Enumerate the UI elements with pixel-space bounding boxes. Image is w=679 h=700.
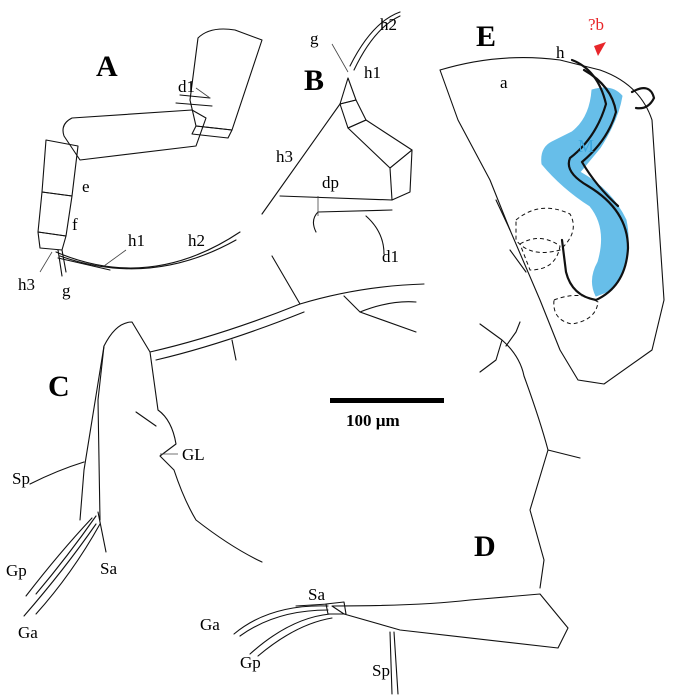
panel-a-middle-segment bbox=[62, 109, 207, 161]
panel-e-label-h: h bbox=[556, 43, 565, 62]
panel-a-top-segment bbox=[189, 28, 263, 131]
panel-c-claw-ga-inner bbox=[35, 523, 101, 615]
panel-e-inner-lines bbox=[495, 199, 527, 273]
panel-d-joint bbox=[325, 601, 347, 615]
panel-b-label-h3: h3 bbox=[276, 147, 293, 166]
panel-a-leader-h3 bbox=[39, 251, 53, 273]
scale-bar: 100 µm bbox=[330, 398, 444, 430]
panel-a-claw-h1 bbox=[57, 257, 111, 271]
panel-e-label-b: ?b bbox=[588, 15, 604, 34]
panel-a-claw-h2 bbox=[55, 231, 241, 269]
panel-c-label-gl: GL bbox=[182, 445, 205, 464]
panel-d-label-sa: Sa bbox=[308, 585, 325, 604]
panel-e-apodeme-2 bbox=[580, 68, 620, 208]
panel-d-label-sp: Sp bbox=[372, 661, 390, 680]
panel-c-label-sp: Sp bbox=[12, 469, 30, 488]
panel-c-seta-sa bbox=[97, 511, 107, 553]
panel-b-label-h1: h1 bbox=[364, 63, 381, 82]
panel-d-claw-gp-inner bbox=[257, 617, 333, 657]
panel-e-dashed-3 bbox=[553, 295, 599, 325]
panel-e-muscle-highlight bbox=[541, 87, 629, 297]
panel-c-trachea bbox=[149, 255, 425, 353]
panel-b-claw-h2-inner bbox=[353, 15, 401, 71]
panel-a-claw-h2-inner bbox=[59, 239, 237, 270]
panel-b-segment-2 bbox=[389, 149, 413, 201]
panel-b-segment bbox=[347, 119, 413, 169]
panel-d-label-ga: Ga bbox=[200, 615, 220, 634]
panel-d-trachea bbox=[479, 323, 581, 589]
panel-a-joint bbox=[191, 125, 233, 139]
panel-a-label-g: g bbox=[62, 281, 71, 300]
panel-c-letter: C bbox=[48, 370, 70, 403]
panel-e-label-a: a bbox=[500, 73, 508, 92]
panel-c-label-sa: Sa bbox=[100, 559, 117, 578]
panel-a-d1-seta bbox=[175, 94, 213, 107]
panel-d-seta-sa bbox=[295, 603, 329, 607]
panel-a-label-h3: h3 bbox=[18, 275, 35, 294]
panel-c: C GL Sp Gp Sa Ga bbox=[6, 255, 425, 642]
panel-b: B g h2 h1 h3 dp d1 bbox=[261, 11, 413, 266]
panel-b-letter: B bbox=[304, 64, 324, 97]
panel-c-claw-gp-inner bbox=[35, 515, 97, 595]
panel-d-claw-gp bbox=[249, 613, 331, 655]
panel-a-label-h1: h1 bbox=[128, 231, 145, 250]
panel-e-hook bbox=[630, 87, 656, 110]
panel-b-label-g: g bbox=[310, 29, 319, 48]
panel-e-dashed-2 bbox=[519, 238, 561, 271]
panel-a-label-f: f bbox=[72, 215, 78, 234]
panel-e-label-m: M bbox=[578, 136, 594, 156]
panel-c-gl-edge bbox=[135, 411, 157, 427]
panel-a: A d1 e f h1 h2 h3 g bbox=[18, 28, 263, 300]
panel-b-claw-h2 bbox=[349, 11, 401, 67]
panel-d-claw-ga bbox=[233, 605, 329, 635]
panel-d-trachea-2 bbox=[505, 321, 521, 347]
panel-c-label-gp: Gp bbox=[6, 561, 27, 580]
panel-a-distal bbox=[37, 231, 67, 251]
panel-d: D Sa Ga Gp Sp bbox=[200, 321, 581, 695]
panel-c-leg-inner bbox=[97, 345, 105, 521]
panel-e: E a h ?b M bbox=[439, 15, 665, 385]
scale-bar-line bbox=[330, 398, 444, 403]
panel-b-label-h2: h2 bbox=[380, 15, 397, 34]
panel-a-label-e: e bbox=[82, 177, 90, 196]
panel-d-label-gp: Gp bbox=[240, 653, 261, 672]
panel-e-dashed-1 bbox=[515, 207, 574, 253]
panel-b-d1-seta bbox=[365, 215, 385, 255]
panel-d-leg-outline bbox=[331, 593, 569, 649]
panel-d-letter: D bbox=[474, 530, 496, 563]
scale-bar-label: 100 µm bbox=[346, 411, 400, 430]
panel-e-red-arrow bbox=[594, 42, 606, 56]
panel-c-claw-ga bbox=[23, 523, 97, 617]
panel-c-label-ga: Ga bbox=[18, 623, 38, 642]
panel-b-leader-g bbox=[331, 43, 349, 73]
panel-a-label-d1: d1 bbox=[178, 77, 195, 96]
panel-a-leader-d1 bbox=[195, 87, 211, 99]
panel-c-claw-gp bbox=[25, 517, 93, 597]
panel-a-leader-h1 bbox=[103, 249, 127, 267]
panel-b-label-dp: dp bbox=[322, 173, 339, 192]
panel-c-leg-outline bbox=[79, 321, 263, 563]
panel-d-claw-ga-inner bbox=[239, 609, 329, 637]
panel-d-seta-sp bbox=[389, 631, 399, 695]
panel-e-outline bbox=[439, 57, 665, 385]
panel-e-apodeme bbox=[560, 58, 630, 302]
panel-a-segment-f bbox=[37, 191, 73, 237]
panel-a-claw-g bbox=[57, 249, 67, 277]
panel-a-label-h2: h2 bbox=[188, 231, 205, 250]
panel-e-letter: E bbox=[476, 20, 496, 53]
panel-c-trachea-2 bbox=[155, 311, 305, 361]
panel-b-joint bbox=[339, 99, 367, 129]
panel-c-seta-sp bbox=[29, 461, 85, 485]
panel-b-outer-edge bbox=[261, 103, 341, 215]
panel-a-letter: A bbox=[96, 50, 118, 83]
panel-b-label-d1: d1 bbox=[382, 247, 399, 266]
